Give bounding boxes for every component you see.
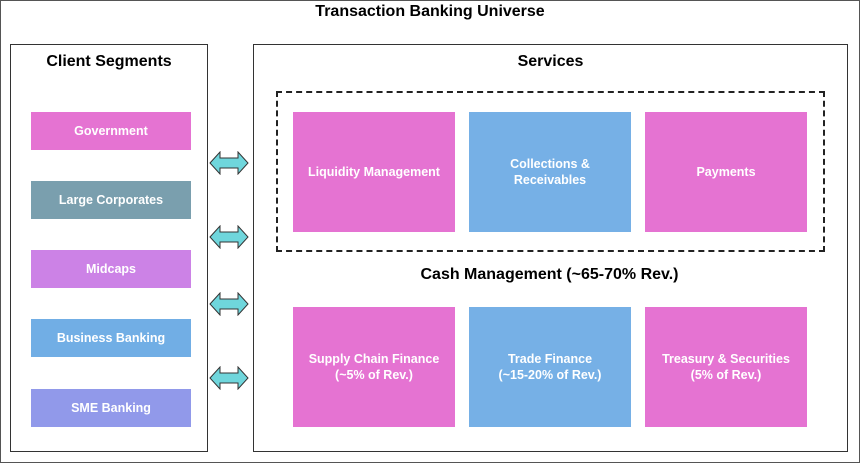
service-trade-finance: Trade Finance (~15-20% of Rev.) — [469, 307, 631, 427]
segment-sme-banking: SME Banking — [31, 389, 191, 427]
service-collections-receivables: Collections & Receivables — [469, 112, 631, 232]
bidirectional-arrow-icon — [209, 366, 249, 390]
bidirectional-arrow-icon — [209, 292, 249, 316]
segment-government: Government — [31, 112, 191, 150]
client-segments-heading: Client Segments — [46, 53, 172, 70]
service-treasury-securities: Treasury & Securities (5% of Rev.) — [645, 307, 807, 427]
service-supply-chain-finance: Supply Chain Finance (~5% of Rev.) — [293, 307, 455, 427]
cash-management-label: Cash Management (~65-70% Rev.) — [420, 266, 679, 283]
cash-management-group — [276, 91, 825, 252]
segment-large-corporates: Large Corporates — [31, 181, 191, 219]
service-payments: Payments — [645, 112, 807, 232]
services-heading: Services — [517, 53, 584, 70]
segment-business-banking: Business Banking — [31, 319, 191, 357]
service-liquidity-management: Liquidity Management — [293, 112, 455, 232]
bidirectional-arrow-icon — [209, 151, 249, 175]
bidirectional-arrow-icon — [209, 225, 249, 249]
segment-midcaps: Midcaps — [31, 250, 191, 288]
diagram-title: Transaction Banking Universe — [315, 3, 545, 20]
